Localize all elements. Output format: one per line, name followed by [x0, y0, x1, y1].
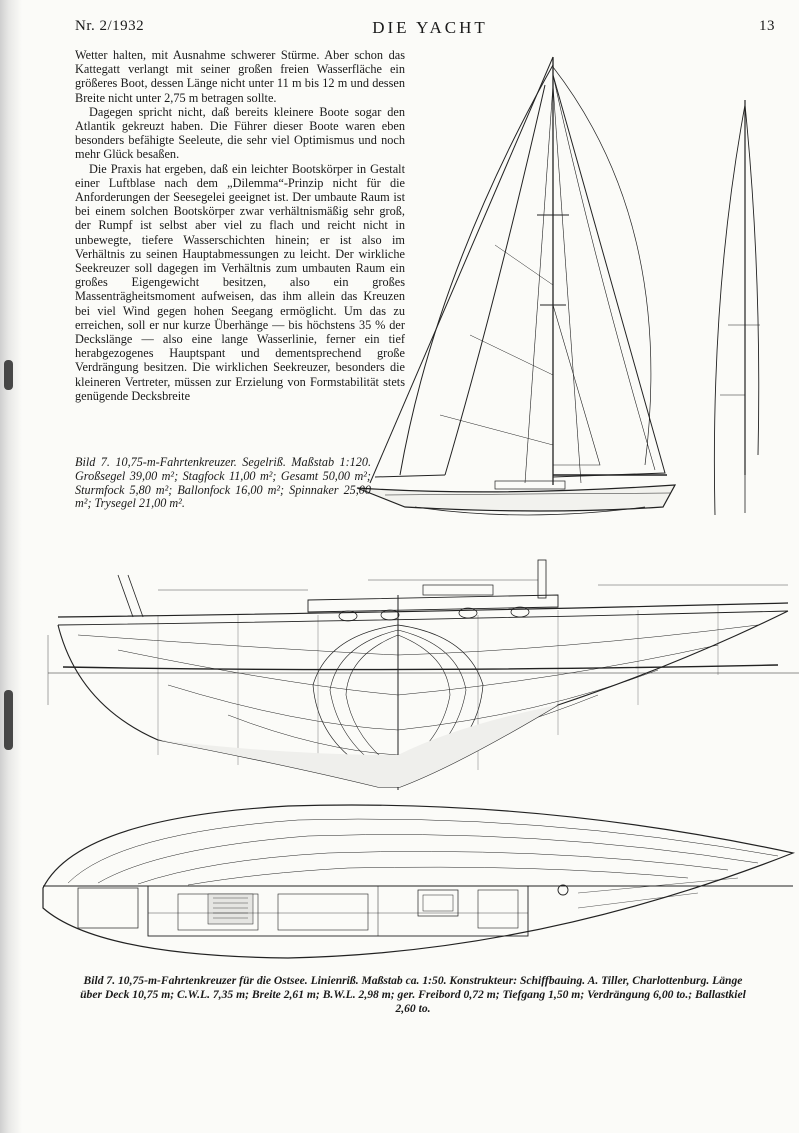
binding-hole-mark — [4, 360, 13, 390]
sail-side-view-drawing — [700, 95, 770, 520]
article-text: Wetter halten, mit Ausnahme schwerer Stü… — [75, 48, 405, 403]
hull-profile-lines-drawing — [38, 555, 799, 795]
article-paragraph: Wetter halten, mit Ausnahme schwerer Stü… — [75, 48, 405, 105]
binding-hole-mark — [4, 690, 13, 750]
article-paragraph: Dagegen spricht nicht, daß bereits klein… — [75, 104, 405, 162]
magazine-title: DIE YACHT — [372, 18, 488, 37]
sail-plan-caption: Bild 7. 10,75-m-Fahrtenkreuzer. Segelriß… — [75, 455, 371, 511]
page-number: 13 — [759, 18, 775, 34]
lines-plan-caption: Bild 7. 10,75-m-Fahrtenkreuzer für die O… — [80, 974, 746, 1015]
issue-number: Nr. 2/1932 — [75, 18, 145, 34]
binding-shadow — [0, 0, 22, 1133]
sail-plan-drawing — [345, 45, 690, 525]
deck-plan-drawing — [38, 798, 799, 963]
article-paragraph: Die Praxis hat ergeben, daß ein leichter… — [75, 161, 405, 403]
